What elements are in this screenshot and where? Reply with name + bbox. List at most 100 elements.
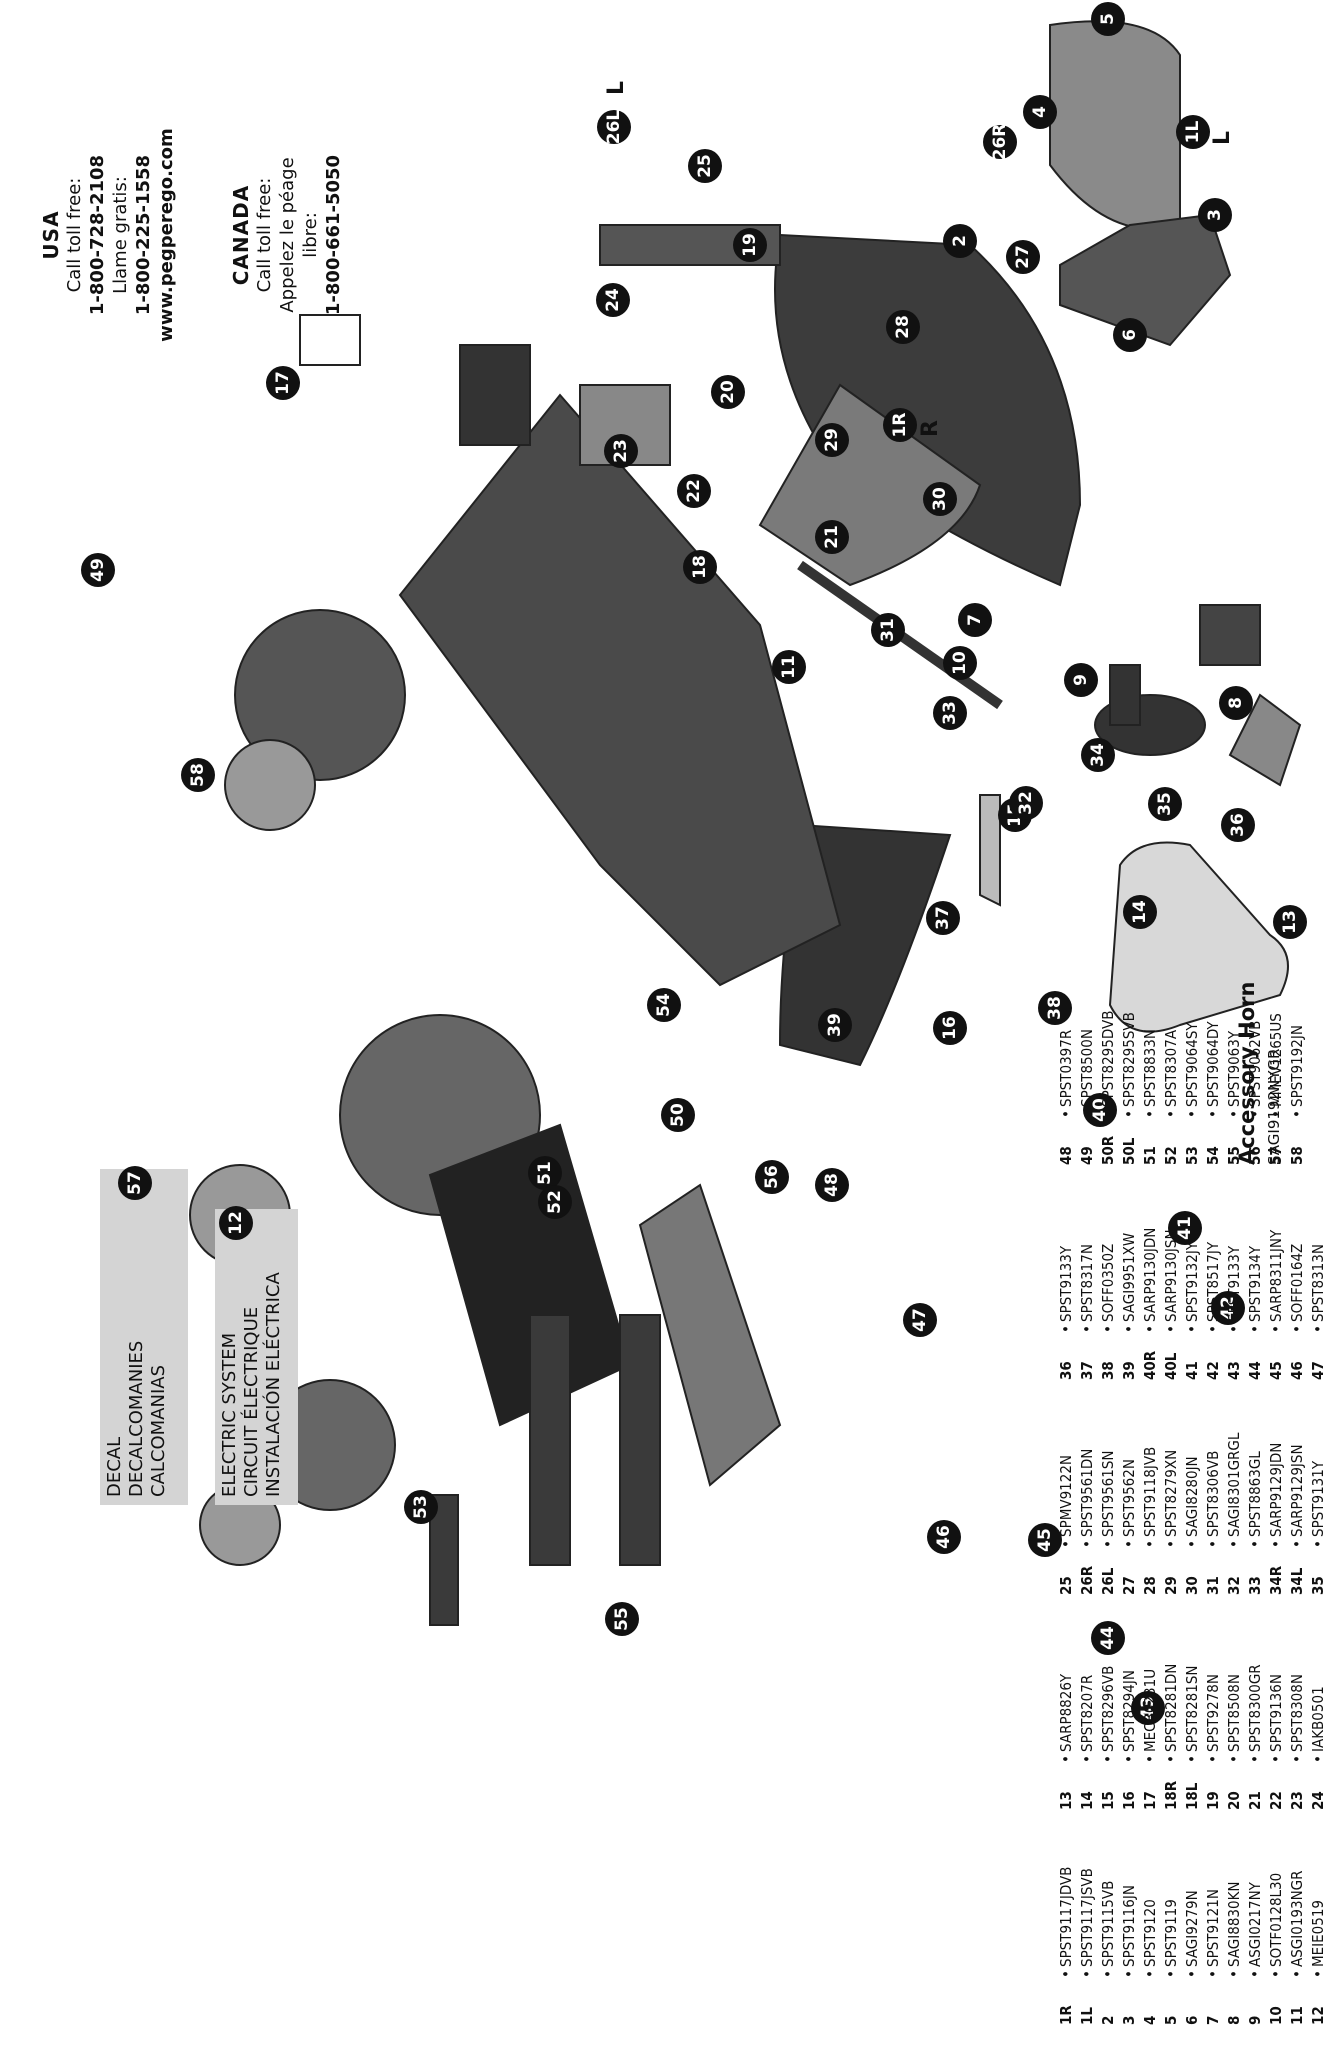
callout-3: 3 [1198, 198, 1232, 232]
part-separator: • [1203, 1540, 1222, 1548]
part-code: SPST9064DY [1203, 1021, 1222, 1107]
part-row: 44•SPST9134Y [1244, 1165, 1265, 1380]
part-number: 31 [1203, 1576, 1222, 1595]
part-code: SPST8517JY [1203, 1241, 1222, 1322]
part-code: SPST9136N [1266, 1674, 1285, 1752]
part-code: SPST9131Y [1308, 1460, 1327, 1537]
part-row: 46•SOFF0164Z [1286, 1165, 1307, 1380]
part-number: 25 [1056, 1576, 1075, 1595]
callout-6: 6 [1113, 318, 1147, 352]
callout-58: 58 [181, 758, 215, 792]
part-separator: • [1245, 1970, 1264, 1978]
part-number: 51 [1140, 1146, 1159, 1165]
part-code: SARP9129JSN [1287, 1444, 1306, 1537]
part-code: SPST9561DN [1077, 1448, 1096, 1537]
part-row: 33•SPST8863GL [1244, 1380, 1265, 1595]
part-code: SAGI8280JN [1182, 1456, 1201, 1537]
part-number: 49 [1077, 1146, 1096, 1165]
charger-17 [299, 314, 361, 366]
part-code: SPST8500N [1077, 1029, 1096, 1107]
part-number: 34L [1287, 1567, 1306, 1595]
part-separator: • [1077, 1755, 1096, 1763]
callout-11: 11 [772, 650, 806, 684]
part-number: 26R [1077, 1565, 1096, 1595]
part-row: 51•SPST8833N [1139, 905, 1160, 1165]
part-separator: • [1119, 1110, 1138, 1118]
part-code: SPST9115VB [1098, 1880, 1117, 1967]
trailer-bed [638, 1183, 782, 1487]
rear-cover [1059, 213, 1232, 347]
callout-19: 19 [733, 228, 767, 262]
part-code: SPST8281SN [1182, 1665, 1201, 1752]
part-separator: • [1056, 1970, 1075, 1978]
part-separator: • [1098, 1540, 1117, 1548]
callout-30: 30 [923, 482, 957, 516]
callout-4: 4 [1023, 95, 1057, 129]
part-number: 21 [1245, 1791, 1264, 1810]
usa-toll-label: Call toll free: [64, 177, 85, 293]
canada-toll-label: Call toll free: [254, 177, 275, 293]
callout-50: 50 [661, 1098, 695, 1132]
contact-info: USA Call toll free: 1-800-728-2108 Llame… [39, 25, 370, 445]
part-separator: • [1098, 1110, 1117, 1118]
part-code: SPST8295DVB [1098, 1010, 1117, 1107]
side-letter-r: R [918, 420, 943, 437]
part-separator: • [1077, 1110, 1096, 1118]
part-separator: • [1245, 1540, 1264, 1548]
part-code: SPST8281DN [1161, 1663, 1180, 1752]
callout-31: 31 [871, 613, 905, 647]
part-separator: • [1245, 1325, 1264, 1333]
callout-10: 10 [943, 646, 977, 680]
part-separator: • [1119, 1755, 1138, 1763]
callout-12: 12 [219, 1206, 253, 1240]
part-row: 8•SAGI8830KN [1223, 1810, 1244, 2025]
part-number: 30 [1182, 1576, 1201, 1595]
part-number: 32 [1224, 1576, 1243, 1595]
part-separator: • [1140, 1110, 1159, 1118]
part-row: 23•SPST8308N [1286, 1595, 1307, 1810]
part-number: 3 [1119, 2015, 1138, 2025]
part-separator: • [1203, 1755, 1222, 1763]
callout-22: 22 [677, 474, 711, 508]
callout-23: 23 [604, 434, 638, 468]
electric-line-en: ELECTRIC SYSTEM [219, 1332, 240, 1497]
part-number: 46 [1287, 1361, 1306, 1380]
part-separator: • [1140, 1540, 1159, 1548]
part-code: SPST9133Y [1224, 1245, 1243, 1322]
hubcap-35 [224, 739, 316, 831]
decal-line-fr: DECALCOMANIES [126, 1340, 147, 1497]
part-row: 50L•SPST8295SVB [1118, 905, 1139, 1165]
part-number: 50L [1119, 1137, 1138, 1165]
canada-phone[interactable]: 1-800-661-5050 [323, 154, 344, 316]
callout-26R: 26R [983, 124, 1017, 160]
canada-french-2: libre: [300, 212, 321, 258]
usa-phone-2[interactable]: 1-800-225-1558 [133, 154, 154, 316]
part-separator: • [1098, 1755, 1117, 1763]
part-code: SPST9134Y [1245, 1245, 1264, 1322]
part-number: 8 [1224, 2015, 1243, 2025]
callout-16: 16 [933, 1011, 967, 1045]
part-code: SPST9118JVB [1140, 1446, 1159, 1537]
part-separator: • [1056, 1755, 1075, 1763]
part-number: 18R [1161, 1780, 1180, 1810]
part-code: MECB0231U [1140, 1668, 1159, 1752]
part-number: 2 [1098, 2015, 1117, 2025]
part-separator: • [1287, 1755, 1306, 1763]
part-separator: • [1140, 1755, 1159, 1763]
part-row: 50R•SPST8295DVB [1097, 905, 1118, 1165]
accessory-horn: Accessory Horn SAGI9192NYGR [1235, 745, 1315, 1165]
part-number: 38 [1098, 1361, 1117, 1380]
website-link[interactable]: www.pegperego.com [156, 128, 177, 342]
usa-phone[interactable]: 1-800-728-2108 [87, 154, 108, 316]
part-row: 9•ASGI0217NY [1244, 1810, 1265, 2025]
part-code: SOFF0164Z [1287, 1243, 1306, 1322]
part-row: 37•SPST8317N [1076, 1165, 1097, 1380]
part-code: SOFF0350Z [1098, 1243, 1117, 1322]
part-number: 12 [1308, 2006, 1327, 2025]
part-number: 28 [1140, 1576, 1159, 1595]
decal-line-es: CALCOMANIAS [148, 1364, 169, 1497]
callout-54: 54 [647, 988, 681, 1022]
part-code: SAGI8301GRGL [1224, 1432, 1243, 1537]
part-row: 48•SPST0397R [1055, 905, 1076, 1165]
part-separator: • [1056, 1110, 1075, 1118]
